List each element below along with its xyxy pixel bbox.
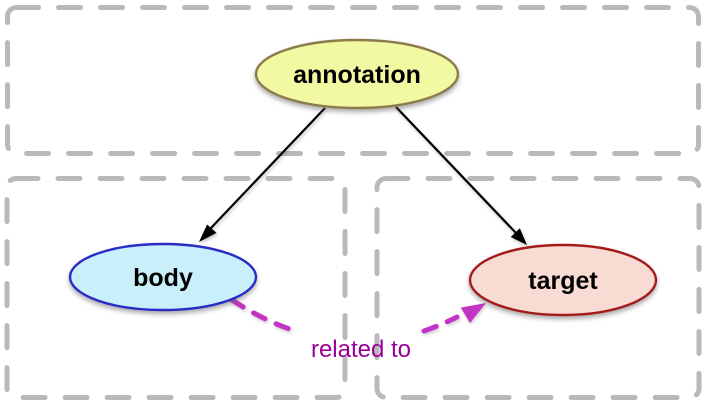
related-to-edge — [229, 297, 486, 334]
body-node — [68, 242, 258, 312]
related-to-label: related to — [311, 336, 411, 363]
bottom-right-region-border — [374, 176, 702, 400]
related-to-arrow-right-segment — [421, 314, 460, 334]
annotation-to-body-arrow — [209, 107, 326, 230]
target-label: target — [528, 267, 598, 295]
related-to-arrow-left-segment — [229, 297, 299, 334]
structure-edges — [199, 106, 527, 245]
region-borders — [4, 5, 702, 400]
annotation-node — [254, 38, 460, 110]
annotation-to-target-arrowhead — [510, 228, 527, 245]
annotation-to-body-arrowhead — [199, 224, 217, 242]
bottom-left-region-border — [4, 176, 348, 400]
annotation-label: annotation — [293, 61, 421, 89]
related-to-arrowhead — [460, 303, 486, 323]
annotation-to-target-arrow — [395, 106, 517, 234]
target-node — [468, 243, 658, 317]
nodes: annotation body target — [68, 38, 658, 317]
body-label: body — [133, 264, 193, 292]
top-region-border — [5, 5, 701, 156]
